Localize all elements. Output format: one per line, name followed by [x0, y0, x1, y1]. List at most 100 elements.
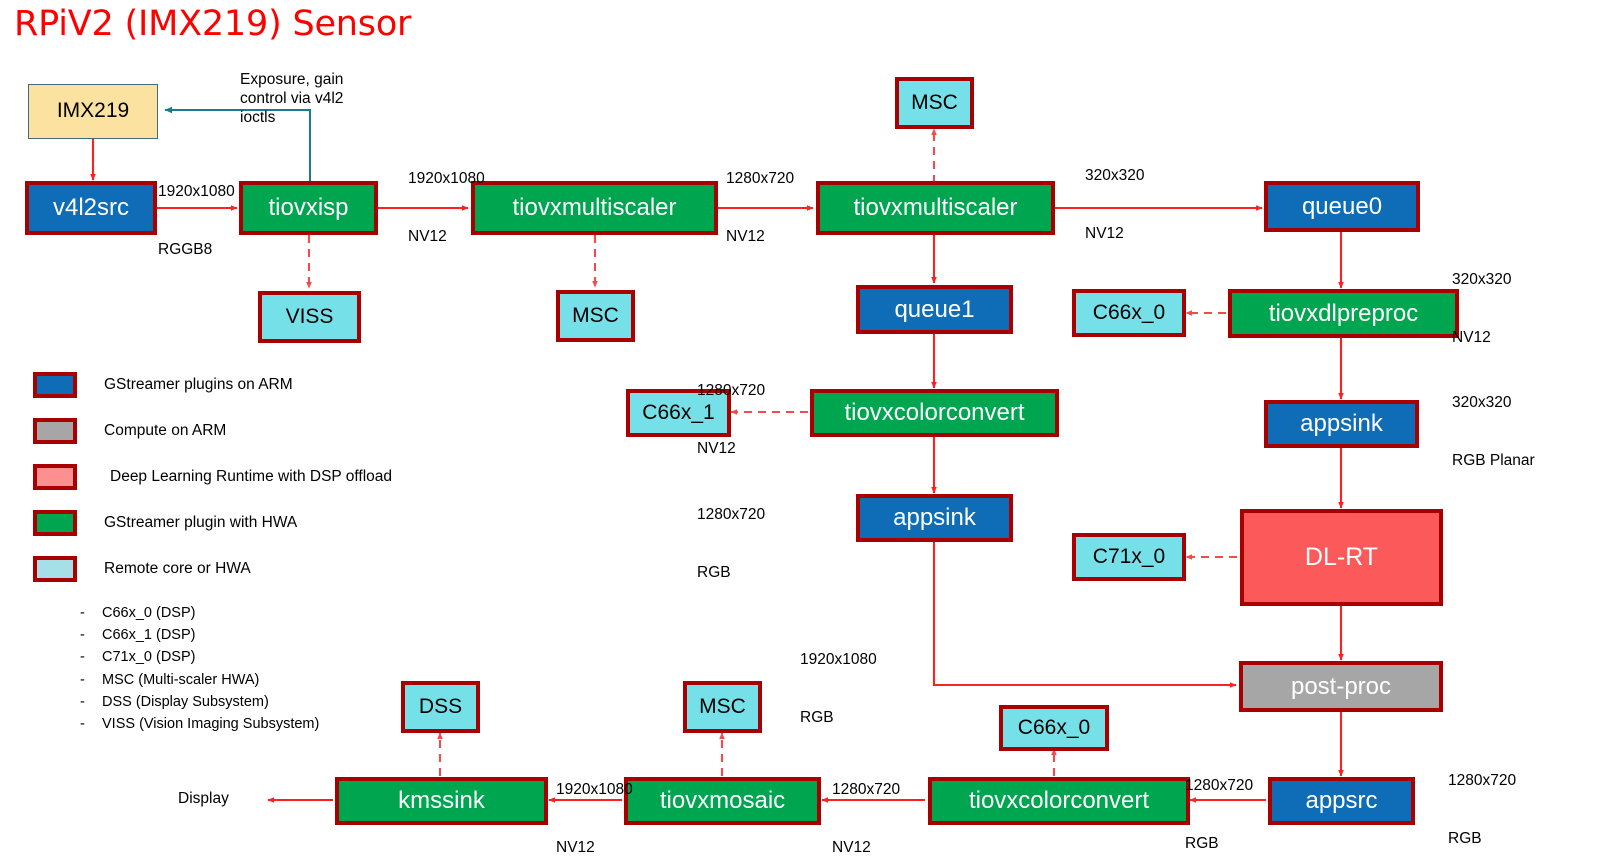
node-label: tiovxcolorconvert: [968, 787, 1150, 815]
node-queue0[interactable]: queue0: [1264, 181, 1420, 232]
edge-label-line2: NV12: [1452, 329, 1491, 347]
edge-label-nv12-320-b: 320x320 NV12: [1452, 232, 1511, 386]
edge-label-line1: 1920x1080: [800, 651, 877, 669]
node-tiovxisp[interactable]: tiovxisp: [239, 181, 378, 235]
legend-note-text: VISS (Vision Imaging Subsystem): [102, 715, 320, 732]
legend-note-item: -C66x_0 (DSP): [80, 605, 196, 621]
node-label: appsink: [893, 504, 976, 532]
edge-label-line2: RGB: [697, 564, 731, 582]
edge-label-line2: NV12: [697, 440, 736, 458]
node-c66x-0-top[interactable]: C66x_0: [1072, 289, 1186, 337]
node-label: kmssink: [398, 787, 485, 815]
node-tiovxmultiscaler-1[interactable]: tiovxmultiscaler: [471, 181, 718, 235]
legend-swatch-blue: [33, 372, 77, 398]
edge-label-line2: NV12: [556, 839, 595, 857]
node-post-proc[interactable]: post-proc: [1239, 661, 1443, 712]
edge-label-line1: 1920x1080: [408, 170, 485, 188]
node-c71x-0[interactable]: C71x_0: [1072, 533, 1186, 581]
edge-label-line1: 320x320: [1452, 271, 1512, 289]
legend-label: Compute on ARM: [104, 422, 227, 439]
edge-label-nv12-720-a: 1280x720 NV12: [726, 131, 794, 285]
edge-label-line2: RGB Planar: [1452, 452, 1535, 470]
node-dl-rt[interactable]: DL-RT: [1240, 509, 1443, 606]
edge-label-line1: 320x320: [1085, 167, 1145, 185]
node-msc-1[interactable]: MSC: [556, 290, 635, 342]
edge-label-line1: 1920x1080: [556, 781, 633, 799]
node-label: appsink: [1300, 410, 1383, 438]
edge-label-rggb8: 1920x1080 RGGB8: [158, 144, 235, 298]
edge-label-line2: RGB: [1448, 830, 1482, 848]
node-label: tiovxmultiscaler: [853, 194, 1018, 222]
edge-label-nv12-720-c: 1280x720 NV12: [832, 742, 900, 862]
node-label: DSS: [418, 694, 463, 718]
edge-label-rgb-720-c: 1280x720 RGB: [1448, 733, 1516, 862]
node-label: tiovxmosaic: [659, 787, 786, 815]
legend-label: GStreamer plugins on ARM: [104, 376, 293, 393]
edge-label-nv12-1080-b: 1920x1080 NV12: [556, 742, 633, 862]
edge-label-rgb-720-b: 1280x720 RGB: [1185, 738, 1253, 862]
page-title: RPiV2 (IMX219) Sensor: [14, 4, 412, 44]
annotation-display: Display: [178, 790, 229, 807]
node-viss[interactable]: VISS: [258, 291, 361, 343]
edge-label-line1: 1920x1080: [158, 183, 235, 201]
legend-swatch-red: [33, 464, 77, 490]
node-msc-2[interactable]: MSC: [895, 77, 974, 129]
legend-note-item: -C71x_0 (DSP): [80, 649, 196, 666]
node-label: C66x_0: [1017, 715, 1091, 739]
node-label: tiovxdlpreproc: [1268, 299, 1419, 327]
node-label: C66x_0: [1092, 300, 1166, 324]
node-label: tiovxcolorconvert: [844, 399, 1025, 427]
edge-label-line2: NV12: [726, 228, 765, 246]
edge-label-rgb-720-a: 1280x720 RGB: [697, 467, 765, 621]
edge-label-line2: RGGB8: [158, 241, 213, 259]
legend-label: Remote core or HWA: [104, 560, 251, 577]
edge-label-line1: 1280x720: [697, 382, 766, 400]
legend-note-text: C66x_0 (DSP): [102, 605, 196, 621]
node-label: C66x_1: [642, 400, 715, 424]
node-label: VISS: [285, 304, 334, 328]
legend-note-text: MSC (Multi-scaler HWA): [102, 671, 260, 688]
legend-swatch-gray: [33, 418, 77, 444]
node-dss[interactable]: DSS: [401, 681, 480, 733]
edge-label-line1: 1280x720: [832, 781, 901, 799]
legend-item-remote-core: Remote core or HWA: [33, 550, 392, 588]
node-c66x-1[interactable]: C66x_1: [626, 389, 731, 437]
legend-swatch-green: [33, 510, 77, 536]
legend-notes: -C66x_0 (DSP) -C66x_1 (DSP) -C71x_0 (DSP…: [80, 602, 319, 735]
node-tiovxdlpreproc[interactable]: tiovxdlpreproc: [1228, 289, 1459, 338]
edge-label-line1: 1280x720: [1448, 772, 1517, 790]
edge-label-line1: 1280x720: [697, 506, 766, 524]
legend-label: GStreamer plugin with HWA: [104, 514, 298, 531]
legend-item-dlrt: Deep Learning Runtime with DSP offload: [33, 458, 392, 496]
node-label: tiovxisp: [268, 194, 349, 222]
node-c66x-0-bottom[interactable]: C66x_0: [999, 705, 1109, 751]
node-tiovxcolorconvert-1[interactable]: tiovxcolorconvert: [810, 389, 1059, 437]
node-tiovxmosaic[interactable]: tiovxmosaic: [624, 777, 821, 825]
node-msc-3[interactable]: MSC: [683, 681, 762, 733]
legend-note-text: C66x_1 (DSP): [102, 627, 196, 644]
legend-note-text: C71x_0 (DSP): [102, 649, 196, 666]
node-appsink-2[interactable]: appsink: [1264, 400, 1419, 448]
node-kmssink[interactable]: kmssink: [335, 777, 548, 825]
node-queue1[interactable]: queue1: [856, 285, 1013, 334]
legend-item-gstreamer-arm: GStreamer plugins on ARM: [33, 366, 392, 404]
node-imx219[interactable]: IMX219: [28, 84, 158, 139]
node-v4l2src[interactable]: v4l2src: [25, 181, 157, 235]
node-tiovxcolorconvert-2[interactable]: tiovxcolorconvert: [928, 777, 1190, 825]
node-appsink-1[interactable]: appsink: [856, 494, 1013, 542]
node-label: MSC: [699, 694, 746, 718]
node-label: C71x_0: [1092, 544, 1166, 568]
edge-label-line2: NV12: [832, 839, 871, 857]
node-label: DL-RT: [1304, 543, 1379, 572]
edge-label-line2: RGB: [800, 709, 834, 727]
node-label: MSC: [911, 90, 958, 114]
legend-note-item: -VISS (Vision Imaging Subsystem): [80, 715, 320, 732]
edge-label-line2: RGB: [1185, 835, 1219, 853]
legend-item-compute-arm: Compute on ARM: [33, 412, 392, 450]
node-appsrc[interactable]: appsrc: [1268, 777, 1415, 825]
edge-label-line1: 320x320: [1452, 394, 1512, 412]
edge-label-nv12-1080: 1920x1080 NV12: [408, 131, 485, 285]
legend-swatch-cyan: [33, 556, 77, 582]
node-tiovxmultiscaler-2[interactable]: tiovxmultiscaler: [816, 181, 1055, 235]
